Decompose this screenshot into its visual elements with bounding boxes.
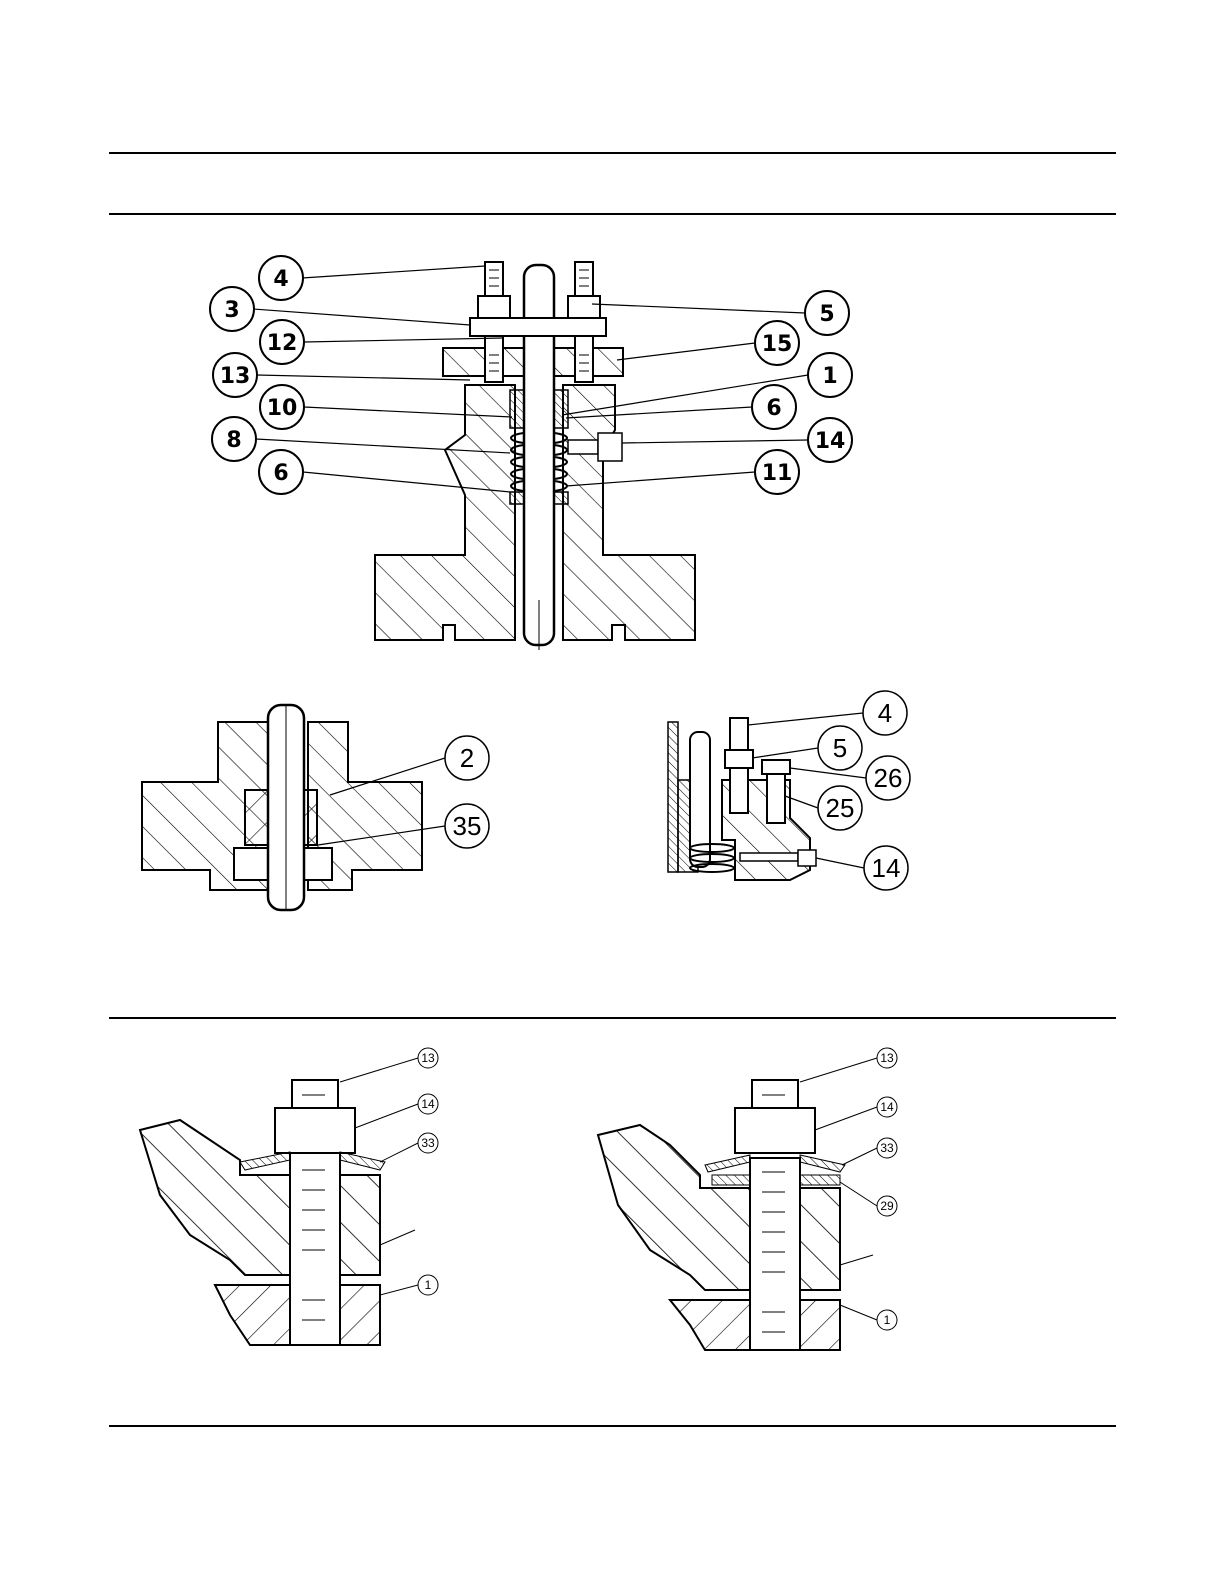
callout-6-lower-label: 6 xyxy=(273,461,288,486)
callout-14-detail-label: 14 xyxy=(872,853,901,883)
callout-35: 35 xyxy=(445,804,489,848)
callout-33-small: 33 xyxy=(418,1133,438,1153)
callout-5-label: 5 xyxy=(819,302,834,327)
callout-8: 8 xyxy=(212,417,256,461)
callout-4-detail: 4 xyxy=(863,691,907,735)
callout-3-label: 3 xyxy=(224,298,239,323)
callout-6-upper-label: 6 xyxy=(766,396,781,421)
callout-1-small-label: 1 xyxy=(425,1278,432,1292)
callout-14-label: 14 xyxy=(815,429,846,454)
figure-2-callouts: 2 35 xyxy=(445,736,489,848)
callout-11: 11 xyxy=(755,450,799,494)
callout-14-small-b-label: 14 xyxy=(880,1100,894,1114)
callout-5-detail: 5 xyxy=(818,726,862,770)
figure-4-bolted-joint xyxy=(140,1080,385,1345)
callout-6-upper: 6 xyxy=(752,385,796,429)
callout-33-small-b-label: 33 xyxy=(880,1141,894,1155)
figure-5-bolted-joint xyxy=(598,1080,845,1350)
callout-5: 5 xyxy=(805,291,849,335)
callout-15-label: 15 xyxy=(762,332,793,357)
figure-3-callouts: 4 5 26 25 14 xyxy=(818,691,910,890)
callout-1-small-b-label: 1 xyxy=(884,1313,891,1327)
callout-25: 25 xyxy=(818,786,862,830)
callout-6-lower: 6 xyxy=(259,450,303,494)
callout-14-detail: 14 xyxy=(864,846,908,890)
figure-4-callouts: 13 14 33 1 xyxy=(418,1048,438,1295)
callout-5-detail-label: 5 xyxy=(833,733,847,763)
figure-2-body-section xyxy=(142,705,422,910)
callout-13-small-b-label: 13 xyxy=(880,1051,894,1065)
callout-14-small-b: 14 xyxy=(877,1097,897,1117)
callout-13-small-label: 13 xyxy=(421,1051,435,1065)
callout-8-label: 8 xyxy=(226,428,241,453)
callout-12: 12 xyxy=(260,320,304,364)
callout-26-label: 26 xyxy=(874,763,903,793)
callout-1: 1 xyxy=(808,353,852,397)
callout-29-small-label: 29 xyxy=(880,1199,894,1213)
callout-14-small-label: 14 xyxy=(421,1097,435,1111)
callout-10: 10 xyxy=(260,385,304,429)
callout-3: 3 xyxy=(210,287,254,331)
callout-1-small: 1 xyxy=(418,1275,438,1295)
callout-2: 2 xyxy=(445,736,489,780)
callout-14: 14 xyxy=(808,418,852,462)
figure-1-bonnet-section xyxy=(375,262,695,650)
callout-4-label: 4 xyxy=(273,267,288,292)
callout-13-label: 13 xyxy=(220,364,251,389)
callout-33-small-b: 33 xyxy=(877,1138,897,1158)
callout-26: 26 xyxy=(866,756,910,800)
callout-33-small-label: 33 xyxy=(421,1136,435,1150)
callout-1-small-b: 1 xyxy=(877,1310,897,1330)
figure-5-callouts: 13 14 33 29 1 xyxy=(877,1048,897,1330)
callout-2-label: 2 xyxy=(460,743,474,773)
callout-25-label: 25 xyxy=(826,793,855,823)
callout-13: 13 xyxy=(213,353,257,397)
callout-4-detail-label: 4 xyxy=(878,698,892,728)
callout-12-label: 12 xyxy=(267,331,298,356)
callout-13-small: 13 xyxy=(418,1048,438,1068)
callout-11-label: 11 xyxy=(762,461,793,486)
callout-14-small: 14 xyxy=(418,1094,438,1114)
callout-4: 4 xyxy=(259,256,303,300)
callout-13-small-b: 13 xyxy=(877,1048,897,1068)
callout-35-label: 35 xyxy=(453,811,482,841)
callout-10-label: 10 xyxy=(267,396,298,421)
callout-29-small: 29 xyxy=(877,1196,897,1216)
callout-1-label: 1 xyxy=(822,364,837,389)
callout-15: 15 xyxy=(755,321,799,365)
